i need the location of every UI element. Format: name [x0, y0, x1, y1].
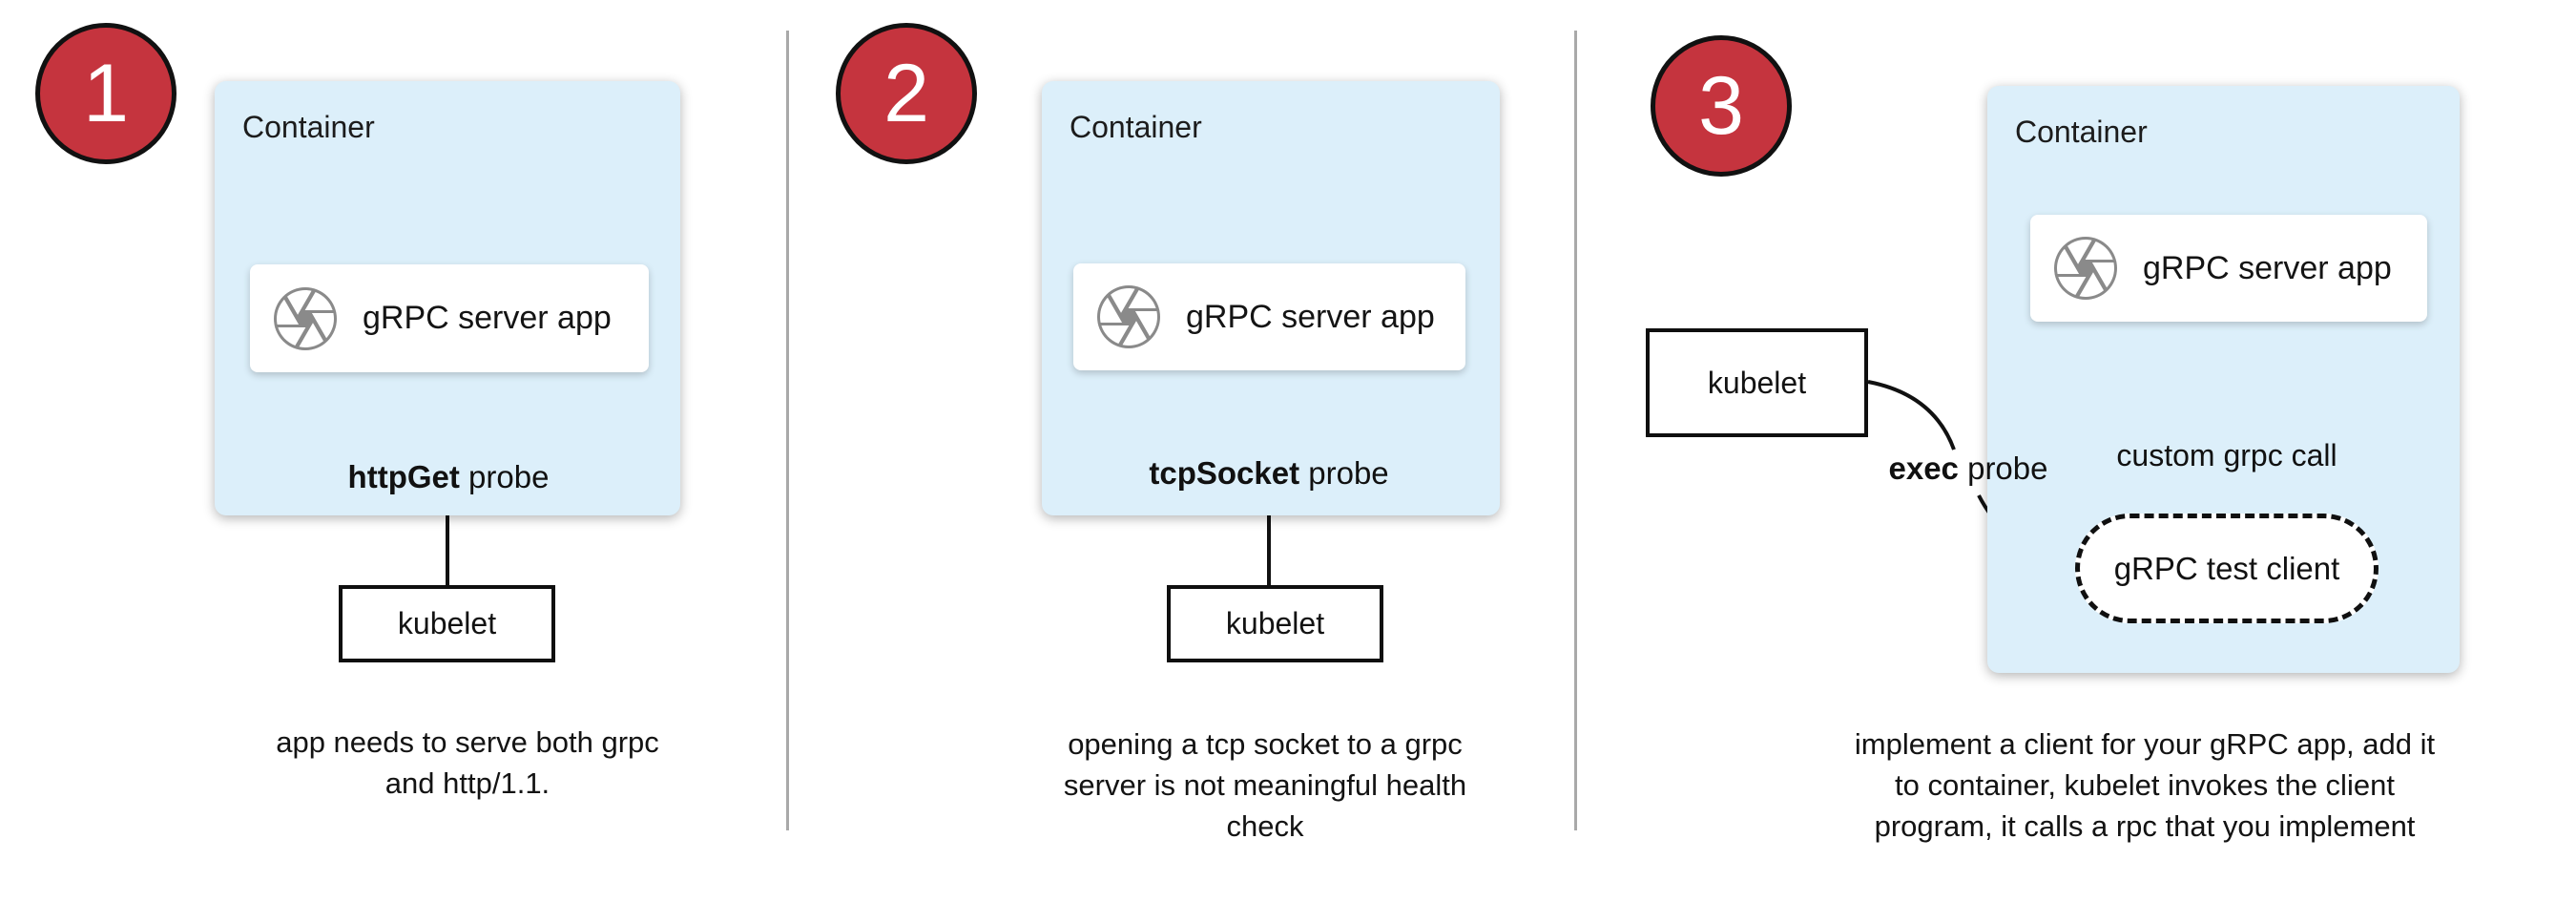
caption-3: implement a client for your gRPC app, ad… — [1854, 727, 2436, 843]
exec-probe-curve-upper — [1867, 380, 1956, 451]
probe-label-1-bold: httpGet — [347, 459, 460, 494]
kubelet-label-3: kubelet — [1707, 365, 1807, 400]
grpc-server-app-box-1: gRPC server app — [250, 264, 649, 372]
caption-2: opening a tcp socket to a grpc server is… — [1063, 727, 1467, 843]
custom-grpc-call-label: custom grpc call — [2116, 438, 2337, 472]
app-label-3: gRPC server app — [2143, 249, 2392, 286]
probe-label-3-bold: exec — [1888, 451, 1959, 486]
probe-label-2: tcpSocket probe — [1149, 455, 1388, 492]
kubelet-box-2: kubelet — [1167, 585, 1383, 662]
probe-label-2-rest: probe — [1308, 455, 1389, 491]
container-label-2: Container — [1070, 110, 1202, 144]
probe-label-1: httpGet probe — [348, 459, 550, 495]
aperture-icon — [1094, 283, 1163, 351]
kubelet-label-2: kubelet — [1225, 606, 1325, 640]
probe-label-1-rest: probe — [468, 459, 550, 494]
step-number-2: 2 — [883, 48, 929, 139]
panel-divider-1 — [786, 31, 789, 830]
grpc-server-app-box-3: gRPC server app — [2030, 215, 2427, 322]
probe-label-2-bold: tcpSocket — [1149, 455, 1300, 491]
container-label-3: Container — [2015, 115, 2148, 149]
app-label-2: gRPC server app — [1186, 298, 1435, 335]
aperture-icon — [2051, 234, 2120, 303]
step-number-1: 1 — [83, 48, 129, 139]
step-number-3: 3 — [1698, 60, 1744, 152]
kubelet-box-3: kubelet — [1646, 328, 1868, 437]
caption-1: app needs to serve both grpc and http/1.… — [276, 725, 659, 800]
grpc-test-client-box: gRPC test client — [2075, 514, 2379, 623]
aperture-icon — [271, 284, 340, 353]
grpc-test-client-label: gRPC test client — [2113, 550, 2340, 586]
step-badge-2: 2 — [836, 23, 977, 164]
probe-label-3-rest: probe — [1967, 451, 2048, 486]
probe-label-3: exec probe — [1889, 451, 2048, 487]
step-badge-3: 3 — [1651, 35, 1792, 177]
app-label-1: gRPC server app — [363, 300, 612, 336]
grpc-server-app-box-2: gRPC server app — [1073, 263, 1465, 370]
kubelet-label-1: kubelet — [397, 606, 497, 640]
kubelet-box-1: kubelet — [339, 585, 555, 662]
container-label-1: Container — [242, 110, 375, 144]
step-badge-1: 1 — [35, 23, 177, 164]
panel-divider-2 — [1574, 31, 1577, 830]
